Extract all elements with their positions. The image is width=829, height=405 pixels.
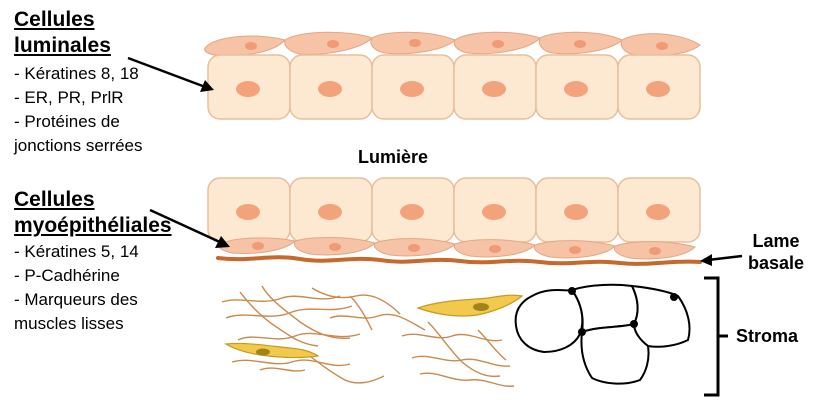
flat-cell-nucleus (252, 242, 264, 250)
flat-cell-nucleus (574, 40, 586, 48)
fiber (232, 360, 350, 365)
stroma-bracket (704, 278, 728, 395)
luminal-cell-nucleus (236, 81, 260, 97)
fibroblast (226, 343, 318, 357)
myo-title-line1: Cellules (14, 187, 172, 213)
flat-cell-nucleus (569, 246, 581, 254)
fiber (350, 296, 372, 330)
luminal-cell-nucleus (236, 204, 260, 220)
adipocyte-nucleus (630, 320, 638, 328)
fiber (478, 330, 506, 360)
flat-cell-nucleus (409, 39, 421, 47)
fiber (330, 314, 425, 330)
top-myoepithelial-layer (205, 32, 700, 56)
flat-cell-nucleus (327, 40, 339, 48)
lame-basale-line2: basale (748, 252, 804, 274)
luminal-cell-nucleus (400, 204, 424, 220)
luminal-item: - Kératines 8, 18 (14, 63, 143, 84)
myo-title-line2: myoépithéliales (14, 213, 172, 239)
adipocyte-nucleus (578, 328, 586, 336)
myo-item: muscles lisses (14, 313, 172, 334)
top-luminal-layer (208, 55, 700, 119)
flat-cell (205, 36, 285, 56)
luminal-cell-nucleus (646, 204, 670, 220)
luminal-cell-nucleus (482, 204, 506, 220)
lame-basale-label: Lame basale (748, 230, 804, 274)
fibroblast-nucleus (473, 303, 489, 311)
luminal-item: jonctions serrées (14, 135, 143, 156)
luminal-cell-nucleus (482, 81, 506, 97)
luminal-cell-nucleus (400, 81, 424, 97)
lumiere-label: Lumière (358, 146, 428, 168)
luminal-label-block: Cellules luminales - Kératines 8, 18 - E… (14, 7, 143, 156)
fiber (260, 368, 305, 371)
stroma-label: Stroma (736, 325, 798, 347)
lame-basale-line1: Lame (748, 230, 804, 252)
luminal-item: - ER, PR, PrlR (14, 87, 143, 108)
luminal-item: - Protéines de (14, 111, 143, 132)
flat-cell-nucleus (649, 247, 661, 255)
myo-item: - Marqueurs des (14, 289, 172, 310)
fibroblasts (226, 295, 522, 357)
luminal-cell-nucleus (318, 204, 342, 220)
fiber (222, 296, 340, 302)
luminal-cell-nucleus (564, 81, 588, 97)
luminal-cell-nucleus (564, 204, 588, 220)
lame-arrow (708, 256, 742, 260)
fiber (238, 333, 360, 340)
luminal-cell-nucleus (318, 81, 342, 97)
flat-cell-nucleus (492, 40, 504, 48)
fiber (420, 373, 514, 386)
adipocytes (516, 285, 690, 384)
myo-item: - P-Cadhérine (14, 265, 172, 286)
flat-cell-nucleus (408, 244, 420, 252)
fiber (262, 286, 350, 338)
flat-cell-nucleus (489, 245, 501, 253)
fiber (226, 306, 352, 318)
luminal-cell-nucleus (646, 81, 670, 97)
lame-arrowhead (700, 254, 712, 266)
fibroblast (418, 295, 522, 316)
basal-lamina-line (218, 257, 700, 264)
adipocyte-nucleus (670, 293, 678, 301)
myo-item: - Kératines 5, 14 (14, 241, 172, 262)
flat-cell-nucleus (245, 42, 257, 50)
myo-label-block: Cellules myoépithéliales - Kératines 5, … (14, 187, 172, 334)
adipocyte (632, 286, 690, 347)
luminal-title-line1: Cellules (14, 7, 143, 33)
adipocyte-nucleus (568, 287, 576, 295)
fiber (428, 322, 500, 376)
bottom-luminal-layer (208, 178, 700, 242)
flat-cell-nucleus (329, 243, 341, 251)
fibroblast-nucleus (256, 349, 270, 356)
flat-cell-nucleus (656, 42, 668, 50)
adipocyte (516, 290, 583, 352)
luminal-title-line2: luminales (14, 33, 143, 59)
